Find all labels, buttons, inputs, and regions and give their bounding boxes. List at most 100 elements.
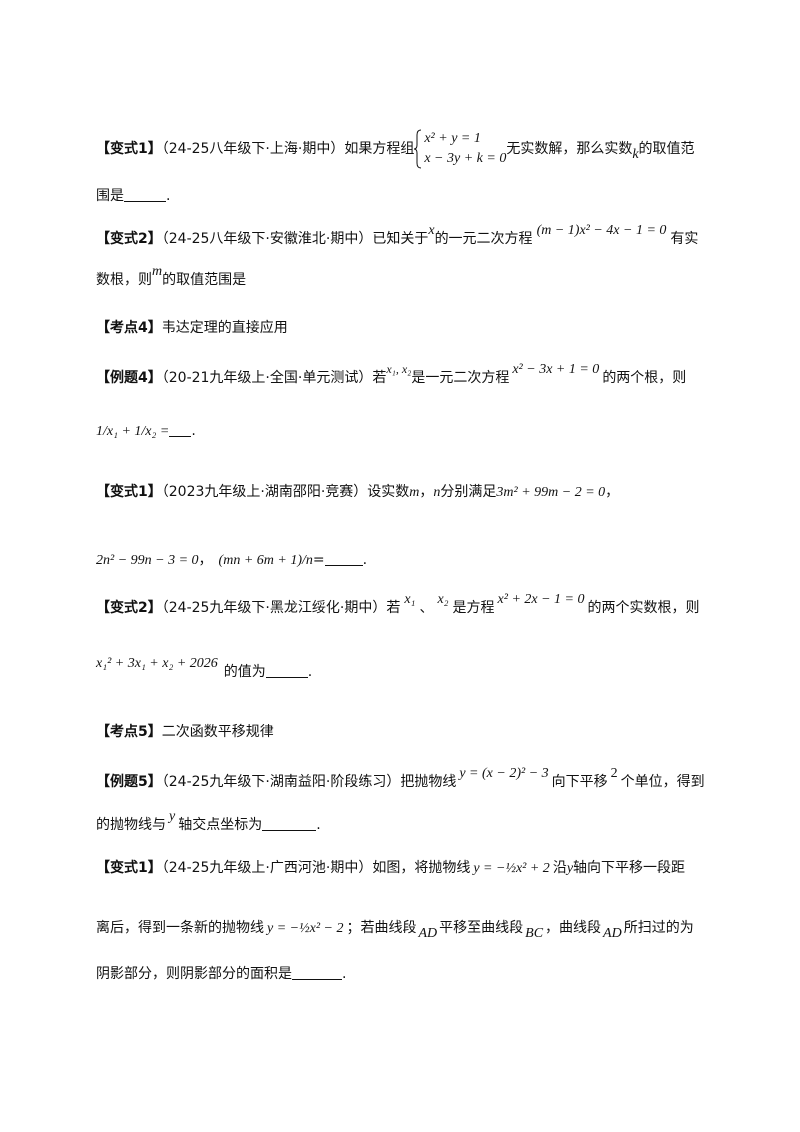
problem-text: 围是	[96, 188, 124, 204]
problem-text: .	[191, 423, 196, 439]
problem-tag: 【变式1】	[96, 141, 162, 157]
equation: 2n² − 99n − 3 = 0	[96, 553, 199, 568]
problem-text: =	[312, 552, 325, 568]
problem-variant-1c-cont2: 阴影部分，则阴影部分的面积是.	[96, 964, 714, 984]
answer-blank	[292, 965, 342, 980]
segment-label: AD	[418, 926, 438, 941]
equation: y = −½x² − 2	[267, 921, 344, 936]
problem-text: 的一元二次方程	[434, 231, 533, 247]
problem-tag: 【变式2】	[96, 231, 162, 247]
equation-row: x² + y = 1	[424, 131, 481, 146]
problem-variant-1b-cont: 2n² − 99n − 3 = 0，(mn + 6m + 1)/n=.	[96, 550, 714, 571]
problem-text: ，	[198, 552, 213, 568]
brace-icon	[414, 129, 422, 169]
problem-text: 阴影部分，则阴影部分的面积是	[96, 966, 292, 982]
problem-example-5: 【例题5】（24-25九年级下·湖南益阳·阶段练习）把抛物线y = (x − 2…	[96, 766, 714, 793]
variable: y	[169, 809, 176, 824]
answer-blank	[124, 187, 166, 202]
number: 2	[610, 766, 618, 781]
problem-text: 个单位，得到	[620, 774, 705, 790]
problem-text: 的两个根，则	[602, 370, 687, 386]
problem-text: 的值为	[223, 664, 266, 680]
problem-source: （24-25九年级上·广西河池·期中）	[161, 860, 373, 876]
variable: n	[433, 485, 441, 500]
section-tag: 【考点5】	[96, 724, 162, 740]
problem-variant-2b: 【变式2】（24-25九年级下·黑龙江绥化·期中）若x₁、x₂是方程x² + 2…	[96, 592, 714, 619]
answer-blank	[262, 816, 317, 831]
segment-label: AD	[603, 926, 622, 941]
problem-text: 离后，得到一条新的抛物线	[96, 920, 264, 936]
section-title: 二次函数平移规律	[161, 724, 274, 740]
problem-example-5-cont: 的抛物线与y轴交点坐标为.	[96, 809, 714, 836]
variable: x₁	[404, 592, 416, 607]
problem-text: 、	[419, 600, 434, 616]
problem-variant-2b-cont: x₁² + 3x₁ + x₂ + 2026 的值为.	[96, 656, 714, 683]
problem-text: .	[342, 966, 347, 982]
problem-variant-1b: 【变式1】（2023九年级上·湖南邵阳·竞赛）设实数m，n分别满足3m² + 9…	[96, 482, 714, 503]
equation: 3m² + 99m − 2 = 0	[496, 485, 606, 500]
problem-text: 若	[386, 600, 401, 616]
problem-tag: 【变式1】	[96, 484, 162, 500]
segment-label: BC	[525, 926, 544, 941]
problem-text: .	[307, 664, 313, 680]
expression: 1/x₁ + 1/x₂ =	[96, 424, 170, 439]
equation: (m − 1)x² − 4x − 1 = 0	[536, 223, 667, 238]
equation: x² + 2x − 1 = 0	[497, 592, 585, 607]
problem-text: 数根，则	[96, 272, 152, 288]
problem-variant-1a-cont: 围是.	[96, 186, 714, 206]
section-heading-5: 【考点5】二次函数平移规律	[96, 722, 714, 742]
equation: x² − 3x + 1 = 0	[512, 362, 600, 377]
variable: k	[632, 147, 639, 162]
problem-text: 分别满足	[440, 484, 497, 500]
problem-source: （20-21九年级上·全国·单元测试）	[161, 370, 373, 386]
problem-text: 轴交点坐标为	[178, 817, 263, 833]
problem-text: ，	[605, 484, 620, 500]
problem-tag: 【例题5】	[96, 774, 162, 790]
problem-source: （2023九年级上·湖南邵阳·竞赛）	[161, 484, 368, 500]
equation: y = (x − 2)² − 3	[459, 766, 549, 781]
problem-text: 的两个实数根，则	[587, 600, 700, 616]
problem-text: ，	[419, 484, 434, 500]
problem-source: （24-25八年级下·上海·期中）	[161, 141, 345, 157]
problem-text: 沿	[552, 860, 567, 876]
problem-source: （24-25八年级下·安徽淮北·期中）	[161, 231, 373, 247]
problem-text: 把抛物线	[400, 774, 457, 790]
variable: x	[428, 223, 435, 238]
section-tag: 【考点4】	[96, 320, 162, 336]
problem-text: .	[166, 188, 171, 204]
expression: x₁² + 3x₁ + x₂ + 2026	[96, 656, 218, 671]
variable: m	[409, 485, 420, 500]
problem-text: 无实数解，那么实数	[506, 141, 633, 157]
equation: y = −½x² + 2	[473, 861, 550, 876]
problem-example-4-cont: 1/x₁ + 1/x₂ =.	[96, 421, 714, 442]
problem-text: 轴向下平移一段距	[573, 860, 686, 876]
problem-text: 是方程	[452, 600, 495, 616]
problem-example-4: 【例题4】（20-21九年级上·全国·单元测试）若x₁, x₂是一元二次方程x²…	[96, 362, 714, 389]
problem-text: 向下平移	[551, 774, 608, 790]
answer-blank	[169, 422, 192, 437]
variable: m	[152, 264, 163, 279]
problem-text: 已知关于	[372, 231, 429, 247]
problem-text: 有实	[670, 231, 699, 247]
problem-text: 如图，将抛物线	[372, 860, 471, 876]
problem-text: ；若曲线段	[346, 920, 417, 936]
problem-text: 的取值范	[638, 141, 695, 157]
problem-text: 若	[372, 370, 387, 386]
problem-text: 平移至曲线段	[439, 920, 524, 936]
problem-tag: 【例题4】	[96, 370, 162, 386]
problem-source: （24-25九年级下·湖南益阳·阶段练习）	[161, 774, 401, 790]
problem-text: 的取值范围是	[162, 272, 247, 288]
problem-tag: 【变式2】	[96, 600, 162, 616]
variable: x₁, x₂	[386, 362, 412, 376]
problem-text: 所扫过的为	[623, 920, 694, 936]
problem-tag: 【变式1】	[96, 860, 162, 876]
fraction: (mn + 6m + 1)/n	[218, 553, 313, 568]
problem-text: 设实数	[367, 484, 410, 500]
problem-source: （24-25九年级下·黑龙江绥化·期中）	[161, 600, 387, 616]
problem-variant-2a: 【变式2】（24-25八年级下·安徽淮北·期中）已知关于x的一元二次方程(m −…	[96, 223, 714, 250]
problem-text: ，曲线段	[545, 920, 602, 936]
